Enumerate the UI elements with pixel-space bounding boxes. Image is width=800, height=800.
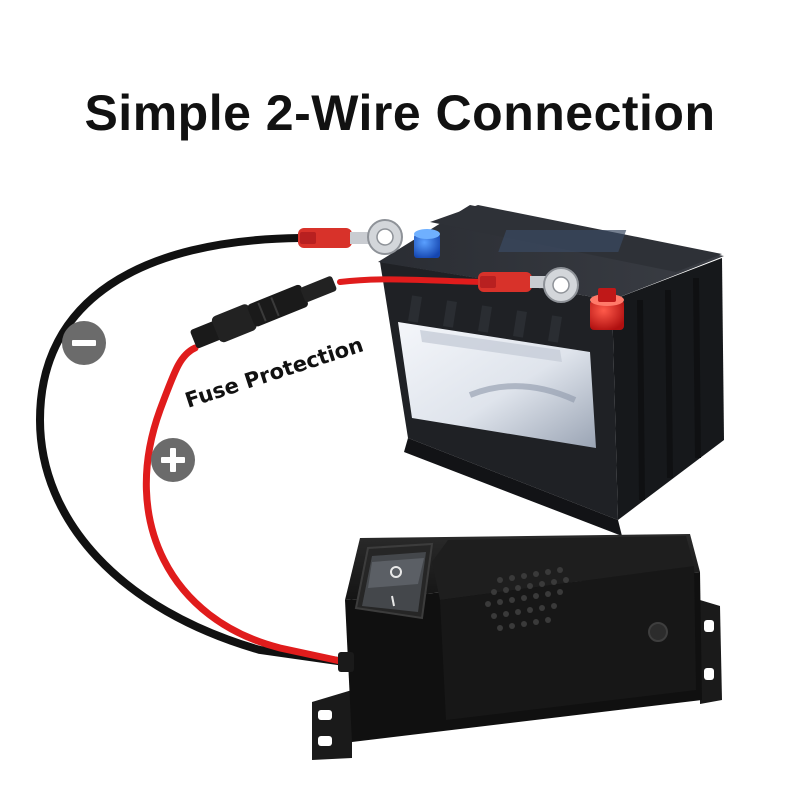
battery-icon xyxy=(378,205,724,536)
minus-symbol-icon xyxy=(62,321,106,365)
power-switch-icon xyxy=(354,542,434,620)
negative-terminal xyxy=(414,229,440,258)
negative-wire xyxy=(35,234,349,666)
ring-terminal-icon xyxy=(478,267,579,303)
fuse-holder-icon xyxy=(190,276,337,349)
positive-wire-battery xyxy=(337,276,491,285)
fuse-protection-label: Fuse Protection xyxy=(182,333,366,413)
positive-terminal xyxy=(590,288,624,330)
ring-terminal-icon xyxy=(298,219,403,255)
positive-wire xyxy=(142,344,349,666)
diagram-title: Simple 2-Wire Connection xyxy=(84,85,716,141)
plus-symbol-icon xyxy=(151,438,195,482)
device-icon xyxy=(312,534,722,760)
